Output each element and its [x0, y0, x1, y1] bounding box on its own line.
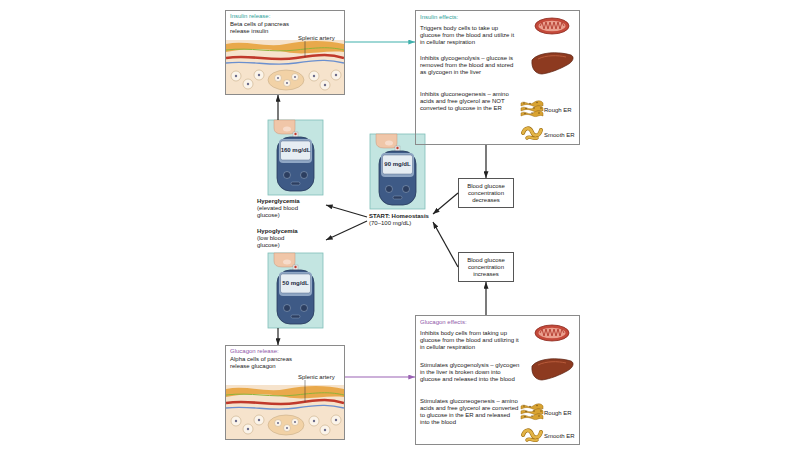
flow-arrow [277, 328, 278, 345]
effects-box: Glucagon effects: Inhibits body cells fro… [415, 315, 580, 445]
part-label: Splenic artery [298, 374, 342, 381]
step-text: Blood glucose concentration decreases [461, 183, 511, 204]
body-text: Alpha cells of pancreas release glucagon [230, 356, 300, 370]
liver [532, 53, 573, 74]
pancreas-tissue [226, 40, 344, 95]
body-text: Inhibits body cells from taking up gluco… [420, 330, 520, 351]
flow-arrow [277, 95, 278, 120]
part-label: Smooth ER [544, 433, 580, 440]
body-text: Beta cells of pancreas release insulin [230, 21, 300, 35]
glucose-meter: 160 mg/dL Hyperglycemia (elevated blood g… [256, 120, 326, 219]
meter-caption: START: Homeostasis (70–100 mg/dL) [369, 213, 433, 227]
glucose-meter: Hypoglycemia (low blood glucose) 50 mg/dL [256, 228, 326, 328]
glucose-meter-art [268, 253, 323, 328]
part-label: Smooth ER [544, 132, 580, 139]
box-heading: Glucagon effects: [420, 319, 530, 326]
effects-box: Insulin effects: Triggers body cells to t… [415, 10, 580, 145]
flow-arrow [326, 221, 367, 240]
release-box: Insulin release:Beta cells of pancreas r… [225, 10, 345, 95]
rough-er [521, 404, 543, 420]
flow-arrow [326, 205, 367, 217]
mitochondrion [535, 325, 569, 341]
body-text: Inhibits glycogenolysis – glucose is rem… [420, 55, 520, 76]
box-heading: Insulin effects: [420, 14, 530, 21]
meter-reading: 50 mg/dL [279, 280, 313, 287]
box-heading: Insulin release: [230, 13, 342, 20]
release-box: Glucagon release:Alpha cells of pancreas… [225, 345, 345, 440]
meter-caption: Hypoglycemia (low blood glucose) [257, 228, 305, 249]
meter-reading: 160 mg/dL [279, 147, 313, 154]
leader-line [305, 380, 306, 402]
part-label: Rough ER [544, 410, 580, 417]
mitochondrion [535, 18, 569, 34]
flow-arrow [433, 222, 458, 267]
glucose-meter: 90 mg/dL START: Homeostasis (70–100 mg/dL… [367, 134, 433, 227]
meter-reading: 90 mg/dL [381, 161, 415, 168]
part-label: Rough ER [544, 107, 580, 114]
liver [532, 359, 573, 380]
flow-arrow [485, 145, 486, 178]
pancreas-tissue [226, 385, 344, 440]
flow-arrow [345, 41, 415, 42]
body-text: Stimulates glycogenolysis – glycogen in … [420, 362, 520, 383]
glucose-meter-art [268, 120, 323, 195]
box-heading: Glucagon release: [230, 348, 342, 355]
body-text: Stimulates gluconeogenesis – amino acids… [420, 398, 520, 426]
body-text: Inhibits gluconeogenesis – amino acids a… [420, 91, 520, 112]
smooth-er [523, 128, 541, 138]
smooth-er [523, 430, 541, 440]
flow-arrow [345, 376, 415, 377]
process-box: Blood glucose concentration increases [458, 252, 514, 282]
body-text: Triggers body cells to take up glucose f… [420, 25, 520, 46]
meter-caption: Hyperglycemia (elevated blood glucose) [257, 198, 305, 219]
step-text: Blood glucose concentration increases [461, 257, 511, 278]
process-box: Blood glucose concentration decreases [458, 178, 514, 208]
rough-er [521, 101, 543, 117]
glucose-meter-art [370, 134, 425, 209]
flow-arrow [433, 193, 458, 214]
flow-arrow [485, 282, 486, 315]
part-label: Splenic artery [298, 35, 342, 42]
leader-line [305, 41, 306, 57]
